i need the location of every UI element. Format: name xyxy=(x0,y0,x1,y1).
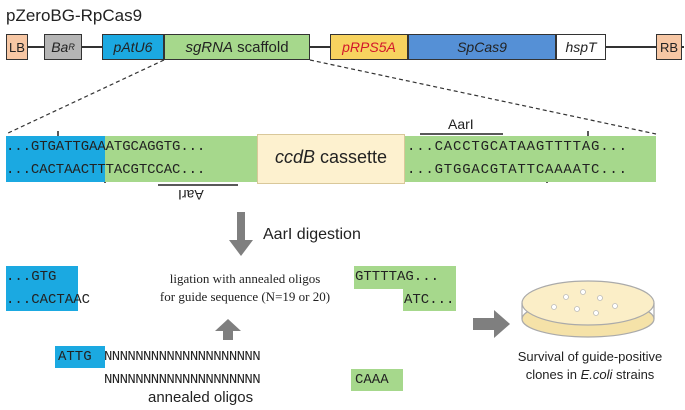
survival-suffix: strains xyxy=(612,367,655,382)
oligo-bottom-overhang: CAAA xyxy=(355,372,389,388)
ccdb-label: ccdB xyxy=(274,147,315,167)
ecoli-label: E.coli xyxy=(580,367,613,382)
cassette-word: cassette xyxy=(314,147,388,167)
petri-dish-rim xyxy=(521,303,655,319)
oligo-top-cyan xyxy=(55,346,105,368)
oligos-label: annealed oligos xyxy=(148,389,254,406)
colony xyxy=(580,289,586,295)
digestion-arrow-shaft xyxy=(237,212,245,242)
aari-label-bottom: AarI xyxy=(178,187,204,203)
colony xyxy=(593,310,599,316)
colony xyxy=(574,306,580,312)
bar-sup: R xyxy=(68,42,75,52)
oligo-top-overhang: ATTG xyxy=(58,349,92,365)
colony xyxy=(597,295,603,301)
digestion-arrow-head xyxy=(229,240,253,256)
hspt-box: hspT xyxy=(556,34,606,60)
spcas9-box: SpCas9 xyxy=(408,34,556,60)
ligation-line-1: ligation with annealed oligos xyxy=(169,271,321,286)
digest-left-bottom-seq: ...CACTAAC xyxy=(6,292,91,308)
patu6-box: pAtU6 xyxy=(102,34,164,60)
oligo-top-n: NNNNNNNNNNNNNNNNNNNN xyxy=(104,349,261,365)
cassette-left-green-block xyxy=(105,136,257,182)
survival-text: Survival of guide-positive clones in E.c… xyxy=(505,348,675,384)
survival-arrow-head xyxy=(494,310,510,338)
digest-right-top-seq: GTTTTAG... xyxy=(355,269,440,285)
cassette-right-bottom-seq: ...GTGGACGTATTCAAAATC... xyxy=(407,162,628,178)
zoom-line-left xyxy=(5,59,165,135)
cassette-right-green-block xyxy=(405,136,656,182)
prps5a-box: pRPS5A xyxy=(330,34,408,60)
oligo-bottom-n: NNNNNNNNNNNNNNNNNNNN xyxy=(104,372,261,388)
cassette-cyan-block xyxy=(6,136,105,182)
lb-box: LB xyxy=(6,34,28,60)
survival-arrow-shaft xyxy=(473,318,495,330)
digest-right-green-top xyxy=(354,266,456,289)
oligo-bottom-green xyxy=(351,369,403,391)
colony xyxy=(551,304,557,310)
ligation-text: ligation with annealed oligos for guide … xyxy=(140,270,350,306)
cassette-left-top-seq: ...GTGATTGAAATGCAGGTG... xyxy=(6,139,206,155)
petri-dish-agar xyxy=(521,280,655,326)
ligation-arrow-head xyxy=(215,319,241,331)
colony xyxy=(612,303,618,309)
cassette-center-block xyxy=(257,134,405,184)
colonies xyxy=(551,289,618,316)
digest-right-green-bottom xyxy=(403,289,456,311)
digest-left-cyan xyxy=(6,266,78,311)
survival-line-1: Survival of guide-positive xyxy=(517,349,663,364)
ligation-arrow-shaft xyxy=(223,330,233,340)
survival-line-2: clones in E.coli strains xyxy=(505,366,675,384)
sgrna-scaffold-box: sgRNA scaffold xyxy=(164,34,310,60)
digest-left-top-seq: ...GTG xyxy=(6,269,57,285)
digest-right-bottom-seq: ATC... xyxy=(404,292,455,308)
colony xyxy=(563,294,569,300)
aari-label-top: AarI xyxy=(448,116,474,132)
survival-prefix: clones in xyxy=(525,367,581,382)
rb-box: RB xyxy=(656,34,682,60)
cassette-center-label: ccdB cassette xyxy=(257,147,405,168)
cassette-right-top-seq: ...CACCTGCATAAGTTTTAG... xyxy=(407,139,628,155)
cassette-left-bottom-seq: ...CACTAACTTTACGTCCAC... xyxy=(6,162,206,178)
diagram-title: pZeroBG-RpCas9 xyxy=(6,6,143,25)
scaffold-label: scaffold xyxy=(232,38,289,56)
digestion-label: AarI digestion xyxy=(263,226,361,243)
ligation-line-2: for guide sequence (N=19 or 20) xyxy=(159,289,331,304)
zoom-line-right xyxy=(309,59,657,135)
sgrna-label: sgRNA xyxy=(185,38,233,56)
bar-label: Ba xyxy=(51,39,69,55)
